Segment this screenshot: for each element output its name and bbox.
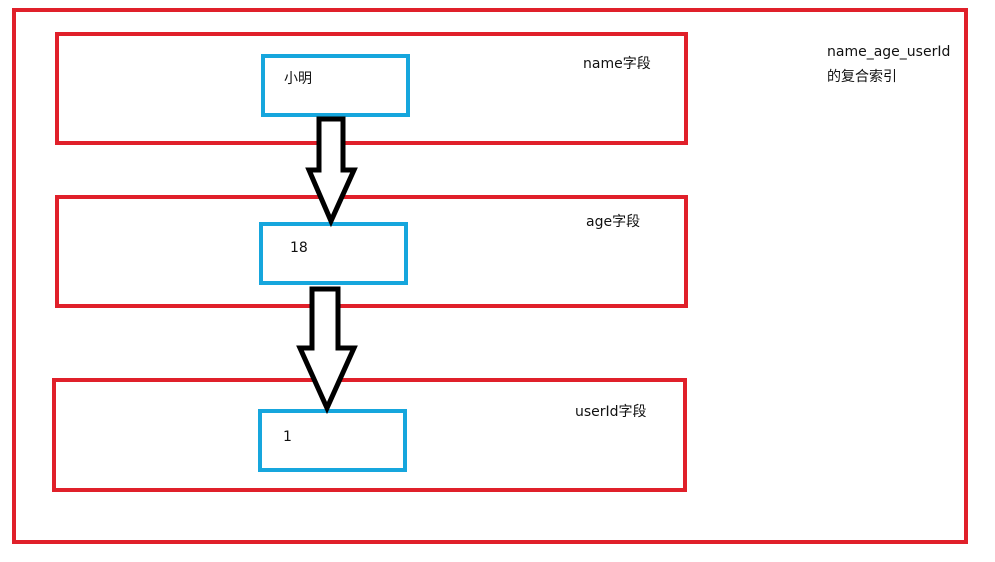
userid-value-box [258,409,407,472]
age-field-box [55,195,688,308]
age-field-label: age字段 [586,214,641,230]
userid-field-box [52,378,687,492]
name-field-box [55,32,688,145]
index-label-line2: 的复合索引 [827,69,897,85]
age-value-box [259,222,408,285]
name-field-label: name字段 [583,56,651,72]
userid-field-label: userId字段 [575,404,647,420]
name-value-box [261,54,410,117]
arrow-down-icon [296,286,358,415]
arrow-down-icon [305,116,358,228]
userid-value: 1 [283,429,292,445]
name-value: 小明 [284,71,312,87]
age-value: 18 [290,240,308,256]
index-label-line1: name_age_userId [827,44,951,60]
composite-index-frame [12,8,968,544]
